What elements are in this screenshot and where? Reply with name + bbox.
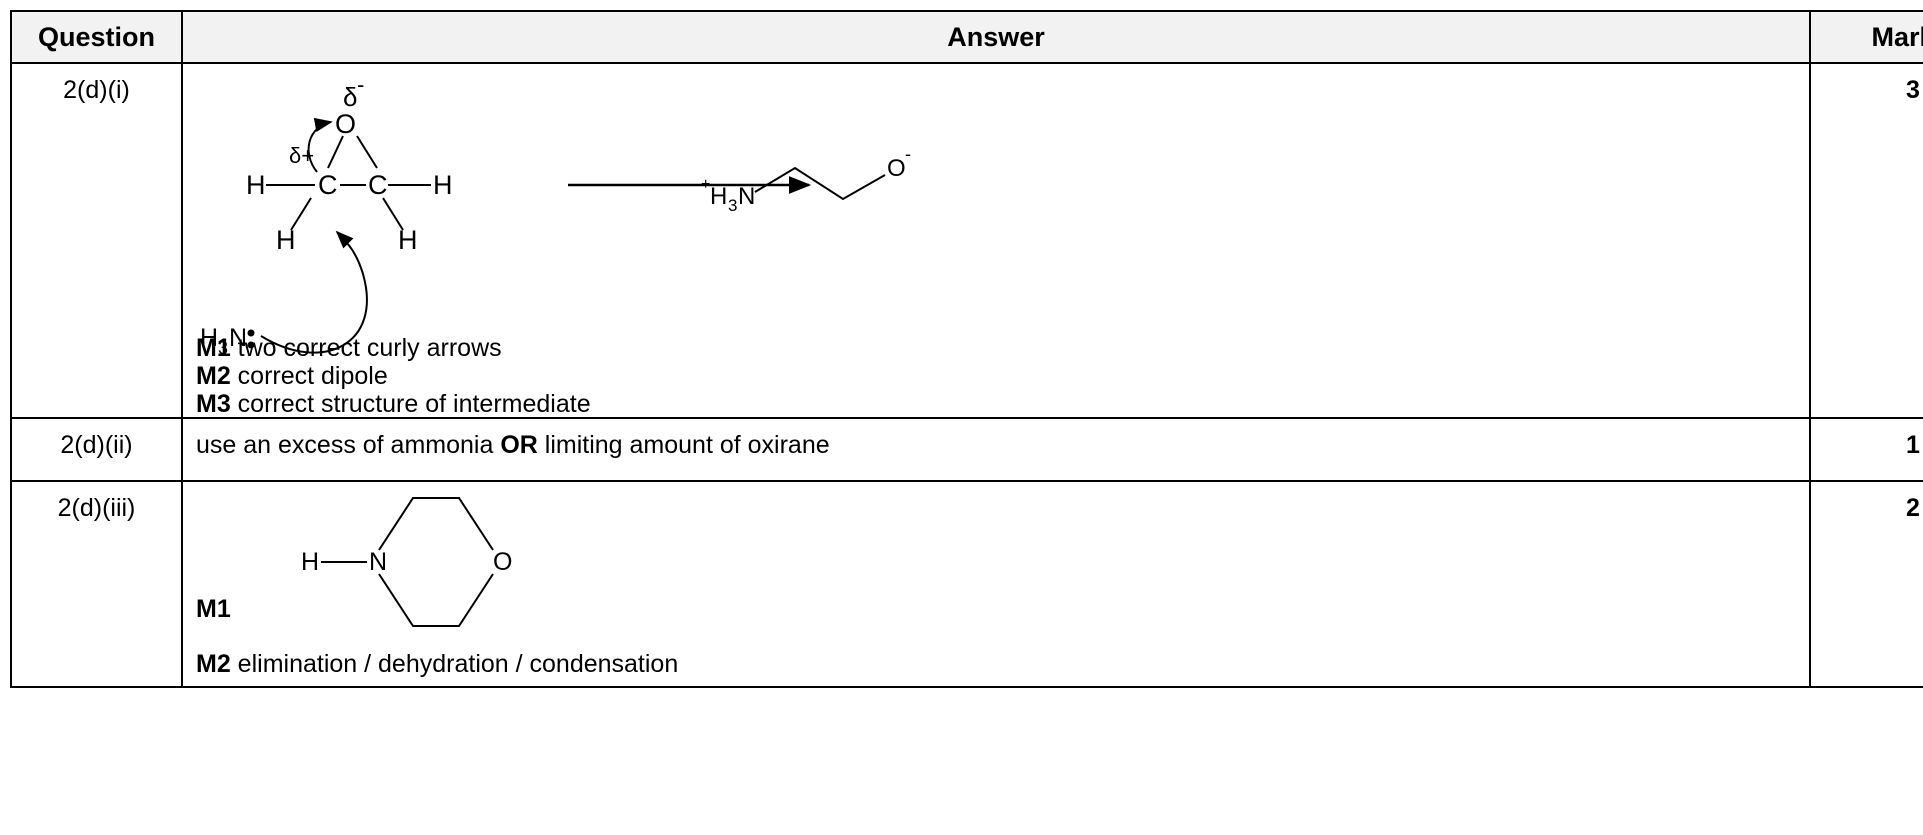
delta-minus-symbol: δ (343, 82, 357, 112)
product-n: N (738, 183, 755, 210)
product-minus: - (905, 144, 911, 164)
table-row: 2(d)(iii) H N O M1 M2 elimination / dehy… (10, 480, 1923, 688)
product-subscript: 3 (728, 196, 737, 215)
ring-bonds (378, 497, 494, 551)
answer-cell: use an excess of ammonia OR limiting amo… (181, 417, 1811, 482)
ring-bonds-lower (378, 573, 494, 627)
marks-cell: 3 (1809, 62, 1923, 419)
delta-minus-sign: - (357, 72, 364, 97)
delta-plus-symbol: δ+ (289, 143, 314, 168)
header-question: Question (10, 10, 183, 64)
answer-cell: δ - O δ+ C C H H H H (181, 62, 1811, 419)
atom-h-right: H (433, 170, 453, 200)
marking-points: M1 two correct curly arrows M2 correct d… (196, 334, 591, 418)
answer-text: use an excess of ammonia OR limiting amo… (196, 431, 830, 459)
bond-c-o-left (327, 135, 344, 169)
atom-h-bottom-right: H (398, 225, 418, 255)
bond-c-h-bottom-left (290, 197, 312, 231)
curly-arrow-nitrogen-attack (260, 230, 368, 354)
header-marks: Marks (1809, 10, 1923, 64)
m2-answer: M2 elimination / dehydration / condensat… (196, 650, 679, 678)
marking-point: M3 correct structure of intermediate (196, 390, 591, 418)
marking-point: M2 correct dipole (196, 362, 388, 390)
table-row: 2(d)(ii) use an excess of ammonia OR lim… (10, 417, 1923, 482)
atom-carbon-right: C (368, 170, 388, 200)
atom-nitrogen: N (369, 548, 387, 576)
header-answer: Answer (181, 10, 1811, 64)
atom-oxygen: O (493, 548, 512, 576)
mark-scheme-table: Question Answer Marks 2(d)(i) δ - O δ+ (10, 10, 1923, 688)
question-cell: 2(d)(ii) (10, 417, 183, 482)
product-plus: + (701, 176, 710, 193)
m1-label: M1 (196, 595, 231, 623)
nucleophile-h: H (200, 324, 218, 352)
reaction-mechanism-diagram: δ - O δ+ C C H H H H (200, 72, 911, 358)
product-o: O (887, 155, 906, 182)
marking-point: M1 two correct curly arrows (196, 334, 502, 362)
product-chain (754, 166, 886, 201)
table-row: 2(d)(i) δ - O δ+ C (10, 62, 1923, 419)
bond-c-h-bottom-right (382, 197, 404, 231)
question-cell: 2(d)(iii) (10, 480, 183, 688)
curly-arrow-bond-to-oxygen (307, 117, 333, 173)
nucleophile-n: N (229, 324, 247, 352)
morpholine-structure-diagram: H N O (301, 497, 512, 627)
nucleophile-subscript: 3 (218, 338, 228, 358)
product-h: H (710, 183, 727, 210)
atom-hydrogen: H (301, 548, 319, 576)
atom-h-bottom-left: H (276, 225, 296, 255)
atom-oxygen: O (335, 109, 356, 139)
bond-o-c-right (356, 135, 378, 169)
marks-cell: 2 (1809, 480, 1923, 688)
lone-pair-dot-top (247, 329, 255, 337)
marks-cell: 1 (1809, 417, 1923, 482)
atom-carbon-left: C (318, 170, 338, 200)
atom-h-left: H (246, 170, 266, 200)
lone-pair-dot-bottom (247, 341, 255, 349)
header-row: Question Answer Marks (10, 10, 1923, 64)
question-cell: 2(d)(i) (10, 62, 183, 419)
answer-cell: H N O M1 M2 elimination / dehydration / … (181, 480, 1811, 688)
